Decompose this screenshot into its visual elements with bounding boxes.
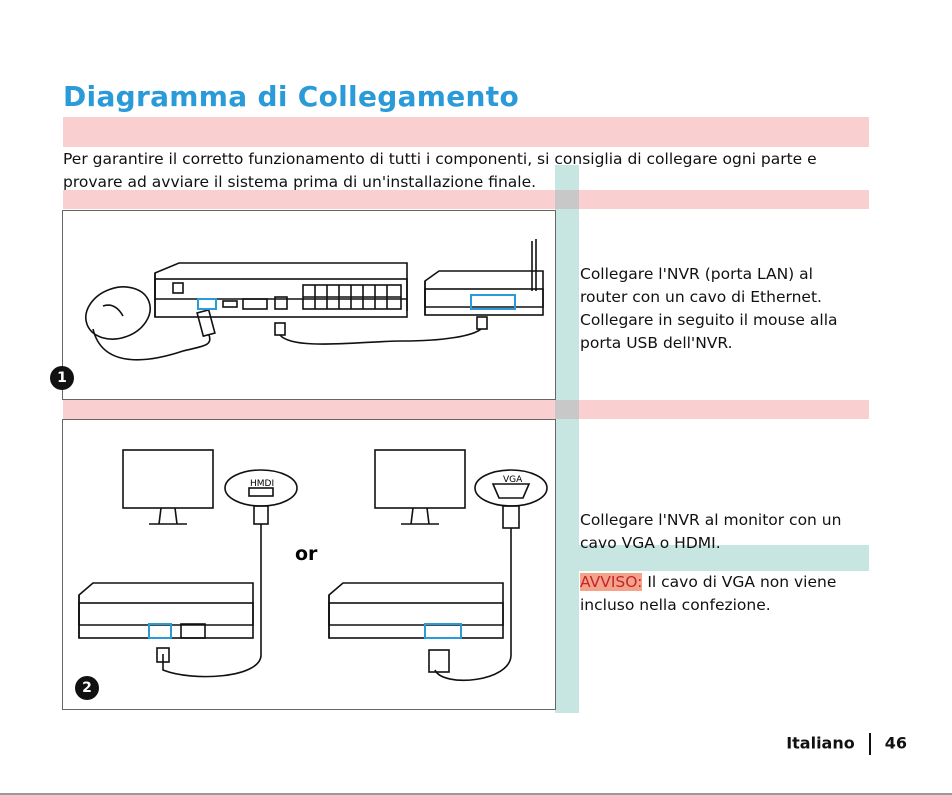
- diagram-panel-2: HMDI VGA or: [62, 419, 556, 710]
- footer-separator: [868, 733, 871, 755]
- monitor-icon: [122, 449, 214, 509]
- band-marker-1: [555, 190, 579, 209]
- warning-label: AVVISO:: [580, 573, 643, 591]
- page-title: Diagramma di Collegamento: [63, 80, 519, 113]
- intro-text: Per garantire il corretto funzionamento …: [63, 150, 817, 191]
- warning-note: AVVISO: Il cavo di VGA non viene incluso…: [580, 571, 865, 617]
- monitor-diagram: HMDI VGA or: [78, 449, 548, 682]
- step-1-description: Collegare l'NVR (porta LAN) al router co…: [580, 265, 838, 352]
- guide-column: [555, 165, 579, 713]
- page-number: 46: [884, 733, 907, 753]
- section-band-2: [63, 400, 869, 419]
- bottom-rule: [0, 793, 952, 795]
- section-band-1: [63, 190, 869, 209]
- step-2-description: Collegare l'NVR al monitor con un cavo V…: [580, 511, 842, 552]
- footer-language: Italiano: [786, 733, 855, 753]
- page-footer: Italiano 46: [786, 733, 907, 755]
- warning-band: [579, 545, 869, 571]
- hdmi-label: HMDI: [250, 479, 274, 489]
- header-band: [63, 117, 869, 147]
- or-label: or: [295, 543, 318, 565]
- step-badge-2: 2: [75, 676, 99, 700]
- warning-text: Il cavo di VGA non viene incluso nella c…: [580, 573, 837, 614]
- network-diagram: [85, 239, 544, 361]
- vga-label: VGA: [503, 475, 523, 485]
- mouse-icon: [85, 286, 151, 340]
- diagram-panel-1: [62, 210, 556, 400]
- step-badge-1: 1: [50, 366, 74, 390]
- band-marker-2: [555, 400, 579, 419]
